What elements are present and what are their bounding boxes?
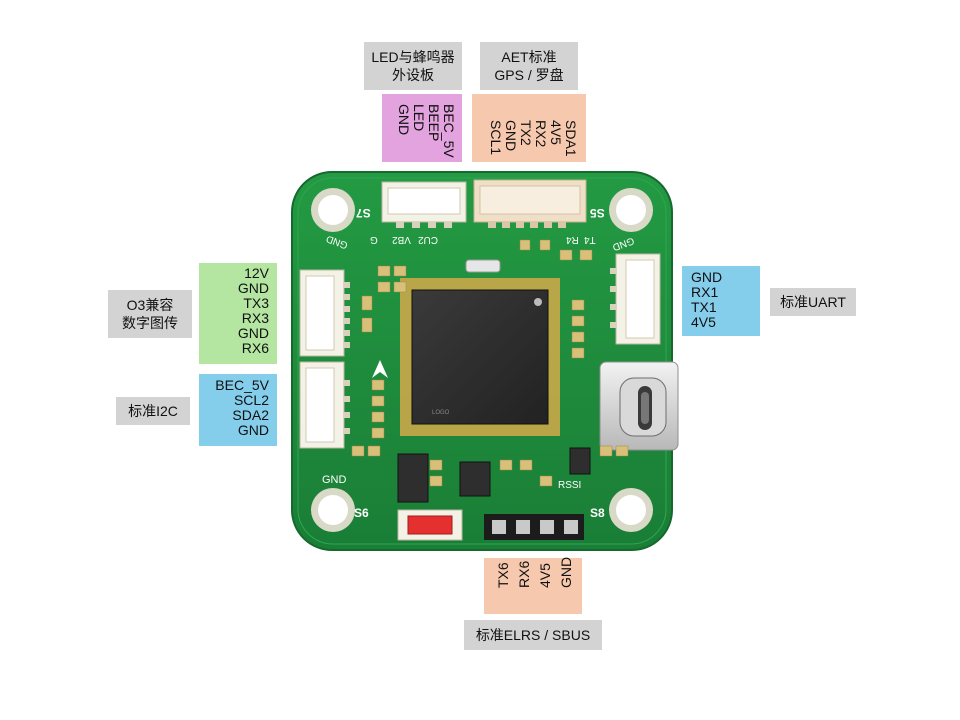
elrs-module-label: 标准ELRS / SBUS [464, 620, 602, 650]
silk-g: G [370, 234, 378, 245]
secondary-chip-3 [569, 447, 591, 475]
silk-t4: T4 [584, 234, 596, 245]
gps-pin-5: GND [503, 120, 519, 152]
o3-module-label-line2: 数字图传 [122, 315, 178, 331]
gps-pin-6: SCL1 [488, 120, 504, 156]
mounting-hole-br [609, 488, 653, 532]
silk-s7: S7 [356, 206, 371, 220]
silk-rssi: RSSI [558, 480, 582, 491]
uart-pin-4: 4V5 [691, 314, 716, 330]
silk-s8: S8 [590, 506, 605, 520]
i2c-pin-4: GND [237, 422, 269, 438]
led-pin-4: GND [396, 104, 412, 136]
led-pin-3: LED [411, 104, 427, 132]
uart-module-label: 标准UART [770, 288, 856, 316]
mounting-hole-tr [609, 188, 653, 232]
connector-i2c [299, 361, 350, 449]
connector-uart [610, 253, 661, 345]
led-pins-box: BEC_5V BEEP LED GND [382, 94, 462, 162]
i2c-pin-1: BEC_5V [215, 377, 269, 393]
uart-pins-box: GND RX1 TX1 4V5 [682, 266, 760, 336]
secondary-chip-2 [459, 461, 491, 497]
connector-s5 [473, 179, 587, 228]
gps-pin-3: RX2 [533, 120, 549, 148]
uart-pin-2: RX1 [691, 284, 719, 300]
arrow-logo-icon [372, 360, 388, 378]
o3-module-label-line1: O3兼容 [126, 297, 174, 313]
i2c-module-label: 标准I2C [116, 397, 190, 425]
o3-pin-3: TX3 [243, 295, 269, 311]
led-module-label: LED与蜂鸣器 外设板 [364, 42, 462, 90]
uart-module-label-text: 标准UART [780, 294, 846, 310]
secondary-chip-1 [397, 453, 429, 503]
silk-cu2: CU2 [418, 234, 439, 245]
o3-pins-box: 12V GND TX3 RX3 GND RX6 [199, 263, 277, 364]
gps-module-label-line1: AET标准 [501, 49, 557, 65]
silk-s6: S6 [354, 506, 369, 520]
o3-module-label: O3兼容 数字图传 [108, 290, 192, 338]
o3-pin-2: GND [237, 280, 269, 296]
gps-pins-box: SDA1 4V5 RX2 TX2 GND SCL1 [472, 94, 586, 162]
gps-pin-2: 4V5 [548, 120, 564, 145]
i2c-pins-box: BEC_5V SCL2 SDA2 GND [199, 374, 277, 446]
elrs-module-label-text: 标准ELRS / SBUS [475, 627, 591, 643]
uart-pin-3: TX1 [691, 299, 717, 315]
led-module-label-line2: 外设板 [392, 67, 434, 83]
gps-pin-1: SDA1 [563, 120, 579, 157]
i2c-pin-3: SDA2 [232, 407, 269, 423]
passive-components [351, 239, 629, 487]
i2c-module-label-text: 标准I2C [128, 403, 178, 419]
mounting-hole-tl [311, 188, 355, 232]
led-pin-2: BEEP [426, 104, 442, 142]
elrs-header [484, 514, 584, 540]
red-connector [397, 509, 463, 541]
crystal [465, 259, 501, 273]
silk-vb2: VB2 [392, 234, 411, 245]
connector-o3 [299, 269, 350, 357]
o3-pin-1: 12V [244, 265, 269, 281]
connector-s7 [381, 181, 467, 228]
svg-text:LOGO: LOGO [432, 410, 450, 416]
o3-pin-4: RX3 [241, 310, 269, 326]
mounting-hole-bl [311, 488, 355, 532]
silk-gnd-bl: GND [322, 474, 347, 486]
uart-pin-1: GND [691, 269, 723, 285]
mcu-chip: LOGO [400, 278, 560, 436]
gps-pin-4: TX2 [518, 120, 534, 146]
elrs-pins-box: TX6 RX6 4V5 GND [484, 557, 582, 614]
silk-r4: R4 [566, 234, 579, 245]
led-pin-1: BEC_5V [441, 104, 457, 158]
silk-s5: S5 [590, 206, 605, 220]
o3-pin-6: RX6 [241, 340, 269, 356]
led-module-label-line1: LED与蜂鸣器 [371, 49, 455, 65]
gps-module-label: AET标准 GPS / 罗盘 [480, 42, 578, 90]
o3-pin-5: GND [237, 325, 269, 341]
i2c-pin-2: SCL2 [233, 392, 269, 408]
usb-c-port [599, 361, 679, 451]
gps-module-label-line2: GPS / 罗盘 [494, 67, 564, 83]
